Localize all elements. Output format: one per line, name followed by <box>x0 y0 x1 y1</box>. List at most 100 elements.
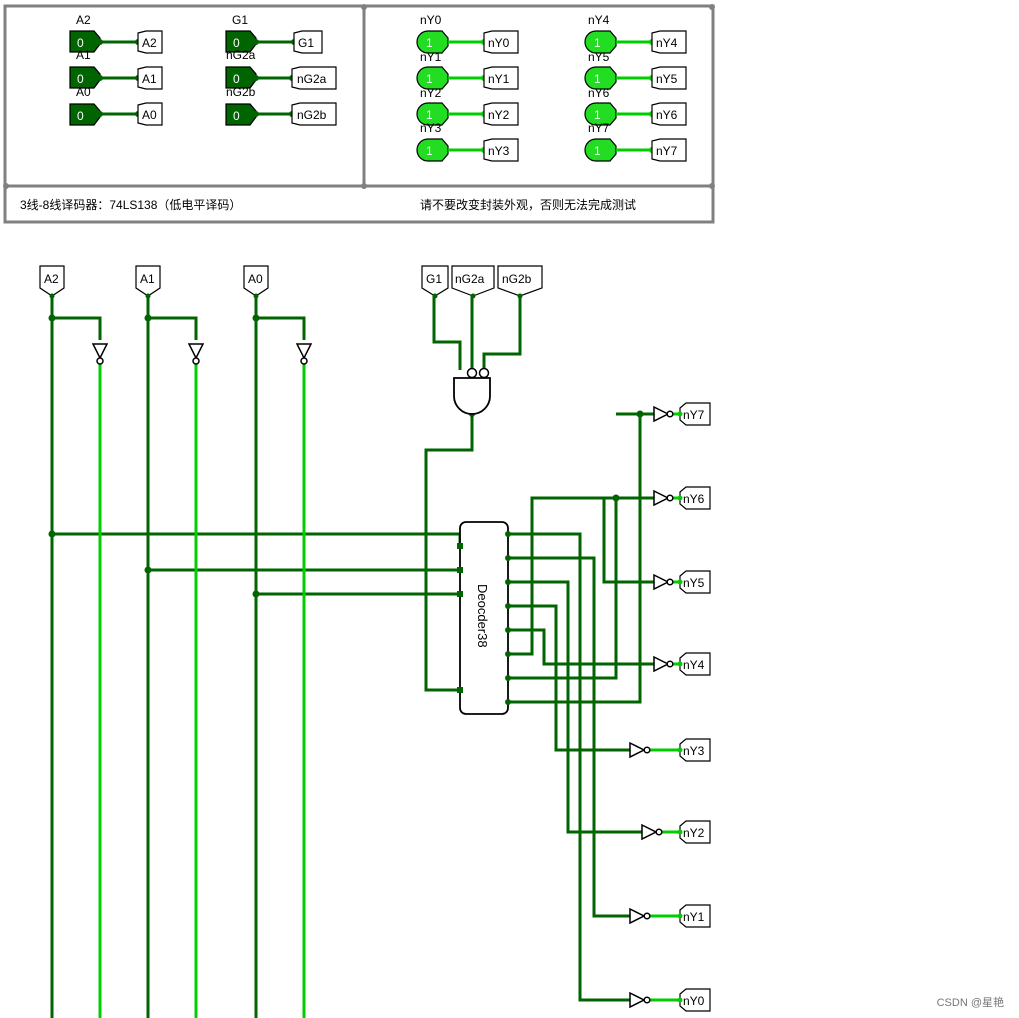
tunnel-box <box>135 265 161 297</box>
port-dot <box>517 293 523 299</box>
led-label: nY0 <box>420 13 442 27</box>
junction-dot <box>612 494 620 502</box>
decoder-input-ports <box>457 543 463 693</box>
led-label: nY1 <box>420 50 442 64</box>
wire-out-y0 <box>508 532 630 1002</box>
not-gate-bubble <box>643 912 651 920</box>
pin-value: 0 <box>77 72 84 86</box>
input-pin-ng2a[interactable]: nG2a 0 nG2a <box>225 48 337 90</box>
decoder-port <box>505 675 511 681</box>
wire-ng2b <box>482 294 522 370</box>
not-gate-bubble <box>643 996 651 1004</box>
caption-right: 请不要改变封装外观，否则无法完成测试 <box>420 197 636 212</box>
decoder-port <box>457 567 463 573</box>
junction-dot <box>144 566 152 574</box>
not-gate-a1 <box>187 343 205 365</box>
pin-label: A0 <box>76 85 91 99</box>
not-gate-ny2 <box>641 823 663 841</box>
wire-out-y5b <box>508 498 618 680</box>
tunnel-out-ny4: nY4 <box>679 652 711 676</box>
tunnel-box <box>137 30 163 54</box>
pin-label: nG2a <box>226 48 256 62</box>
led-value: 1 <box>426 72 433 86</box>
input-pin-a0[interactable]: A0 0 A0 <box>69 85 163 126</box>
tunnel-box <box>483 138 519 162</box>
tunnel-box <box>497 265 543 297</box>
tunnel-box <box>679 738 711 762</box>
tunnel-box <box>651 138 687 162</box>
tunnel-box <box>679 652 711 676</box>
junction-dot <box>252 590 260 598</box>
tunnel-box <box>483 102 519 126</box>
led-value: 1 <box>594 36 601 50</box>
decoder-port <box>457 687 463 693</box>
port-dot <box>470 293 476 299</box>
tunnel-box <box>137 102 163 126</box>
tunnel-out-ny3: nY3 <box>679 738 711 762</box>
not-gate-ny0 <box>629 991 651 1009</box>
wire-node <box>97 39 103 45</box>
pin-box[interactable] <box>69 103 101 126</box>
tunnel-out-ny6: nY6 <box>679 486 711 510</box>
tunnel-box <box>679 820 711 844</box>
tunnel-out-ny7: nY7 <box>679 402 711 426</box>
tunnel-label: nY4 <box>656 36 678 50</box>
wire-out-y4 <box>508 628 654 666</box>
wire-a1-not <box>148 316 198 340</box>
not-gate-body <box>629 741 646 759</box>
wire-node <box>97 111 103 117</box>
tunnel-box <box>679 904 711 928</box>
wire-out-y5 <box>508 496 654 656</box>
frame-node <box>3 183 9 189</box>
not-gate-body <box>629 991 646 1009</box>
port-dot <box>677 495 683 501</box>
led-value: 1 <box>426 144 433 158</box>
port-dot <box>677 579 683 585</box>
package-panel: 3线-8线译码器：74LS138（低电平译码） 请不要改变封装外观，否则无法完成… <box>3 4 715 224</box>
input-pin-ng2b[interactable]: nG2b 0 nG2b <box>225 85 337 126</box>
not-gate-bubble <box>666 660 674 668</box>
wire-out-y6 <box>602 498 654 584</box>
led-value: 1 <box>426 108 433 122</box>
output-led-ny4: nY4 1 nY4 <box>584 13 687 54</box>
frame-node <box>709 4 715 10</box>
pin-value: 0 <box>233 109 240 123</box>
wire-network <box>50 294 654 1018</box>
decoder-port <box>457 591 463 597</box>
tunnel-box <box>651 30 687 54</box>
input-pin-g1[interactable]: G1 0 G1 <box>225 13 323 54</box>
wire-out-y7 <box>508 414 642 704</box>
tunnel-g1: G1 <box>421 265 449 297</box>
led-value: 1 <box>594 108 601 122</box>
not-gate-bubble <box>666 410 674 418</box>
led-label: nY4 <box>588 13 610 27</box>
pin-box[interactable] <box>225 103 257 126</box>
led-value: 1 <box>594 144 601 158</box>
tunnel-out-ny1: nY1 <box>679 904 711 928</box>
tunnel-box <box>137 66 163 90</box>
tunnel-label: nG2b <box>297 108 327 122</box>
not-gate-body <box>641 823 658 841</box>
tunnel-label: nY1 <box>683 910 705 924</box>
input-pin-a2[interactable]: A2 0 A2 <box>69 13 163 54</box>
tunnel-box <box>483 30 519 54</box>
tunnel-label: A2 <box>142 36 157 50</box>
led-indicator <box>584 30 617 54</box>
caption-left: 3线-8线译码器：74LS138（低电平译码） <box>20 198 241 212</box>
wire-enable <box>424 414 474 692</box>
tunnel-label: nY3 <box>683 744 705 758</box>
led-value: 1 <box>594 72 601 86</box>
tunnel-label: nY5 <box>683 576 705 590</box>
wire-out-y2 <box>508 580 642 834</box>
decoder-port <box>505 699 511 705</box>
input-pin-a1[interactable]: A1 0 A1 <box>69 48 163 90</box>
not-gate-a0 <box>295 343 313 365</box>
tunnel-box <box>679 988 711 1012</box>
not-gate-bubble <box>655 828 663 836</box>
pin-value: 0 <box>77 109 84 123</box>
tunnel-box <box>291 66 337 90</box>
pin-label: A2 <box>76 13 91 27</box>
port-dot <box>145 293 151 299</box>
tunnel-label: nY6 <box>683 492 705 506</box>
